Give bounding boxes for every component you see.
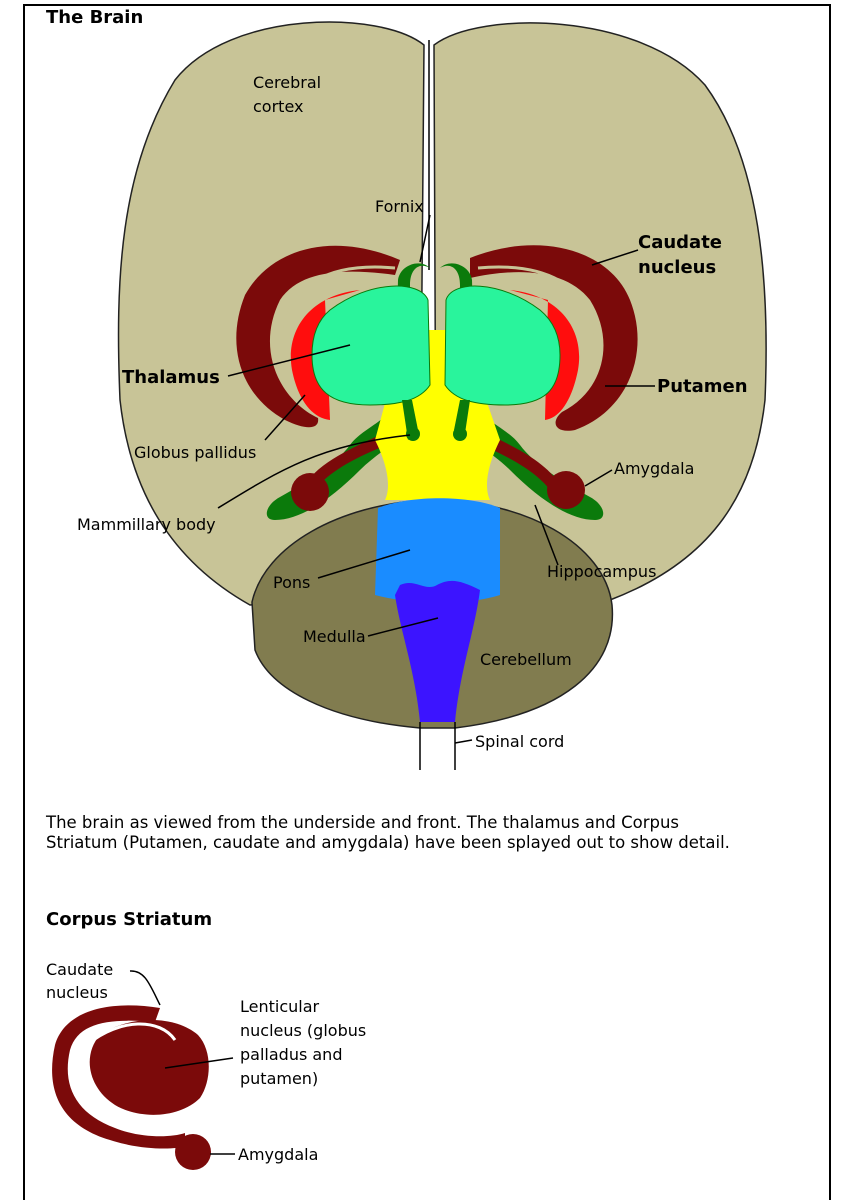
corpus-amygdala — [175, 1134, 211, 1170]
corpus-label-caudate-2: nucleus — [46, 983, 108, 1002]
corpus-label-lenticular-4: putamen) — [240, 1069, 318, 1088]
corpus-lenticular-nucleus — [90, 1020, 209, 1115]
corpus-caudate-leader — [130, 971, 160, 1005]
corpus-label-caudate-1: Caudate — [46, 960, 113, 979]
corpus-label-lenticular-1: Lenticular — [240, 997, 320, 1016]
corpus-label-amygdala: Amygdala — [238, 1145, 318, 1164]
corpus-label-lenticular-3: palladus and — [240, 1045, 342, 1064]
corpus-label-lenticular-2: nucleus (globus — [240, 1021, 366, 1040]
